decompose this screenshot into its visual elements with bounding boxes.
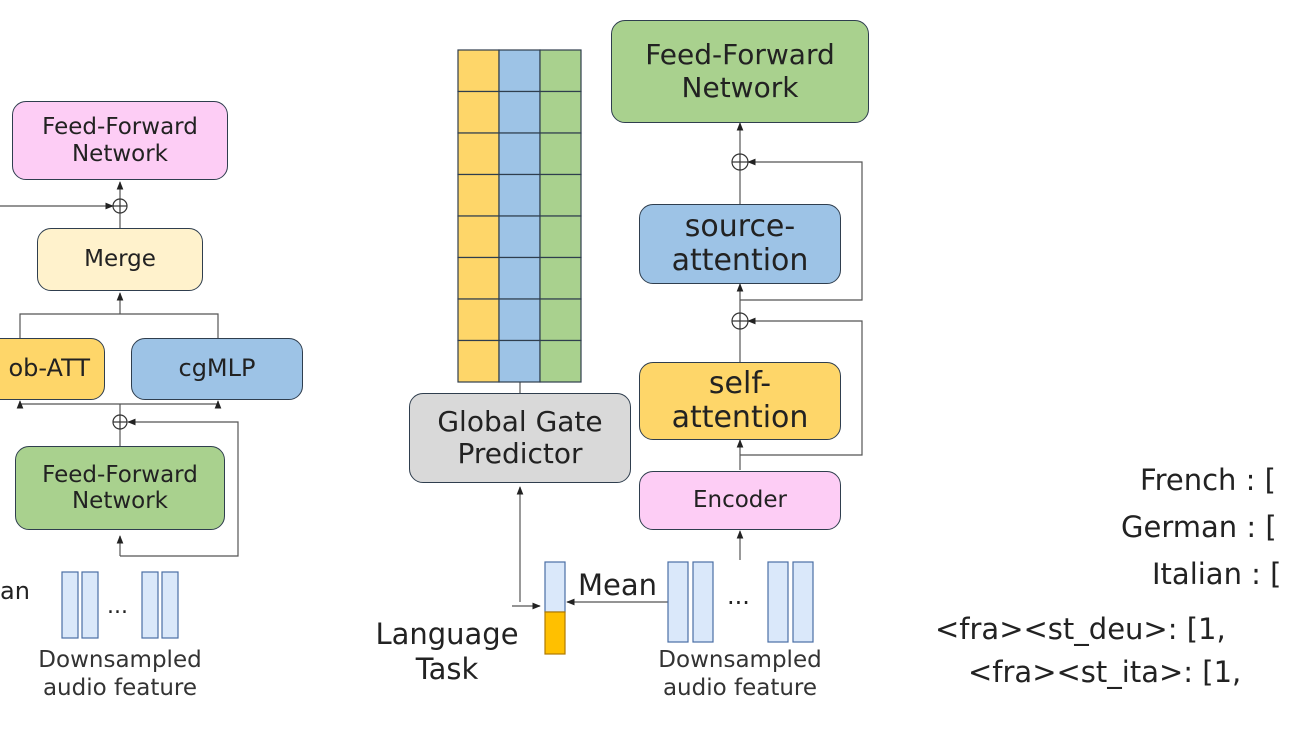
cgmlp-box: cgMLP: [131, 338, 303, 400]
language-task-vector: [544, 561, 566, 655]
source-attention-box: source- attention: [639, 204, 841, 284]
left-ffn-top: Feed-Forward Network: [12, 101, 228, 180]
gate-cell: [539, 256, 582, 300]
gate-cell: [539, 215, 582, 259]
gate-cell: [498, 49, 541, 93]
gate-cell: [498, 298, 541, 342]
gate-cell: [457, 215, 500, 259]
gate-cell: [498, 90, 541, 134]
gate-cell: [498, 173, 541, 217]
left-feature-bar: [61, 571, 79, 639]
language-vector: [544, 561, 566, 613]
dec-plus-top-icon: [731, 153, 749, 171]
fra-deu-code: <fra><st_deu>: [1,: [935, 612, 1226, 646]
mean-label: Mean: [578, 568, 658, 602]
left-mean-label: an: [0, 577, 30, 605]
left-residual-bottom: [120, 418, 239, 557]
left-ellipsis: ...: [107, 594, 128, 619]
gate-cell: [498, 132, 541, 176]
self-attention-box: self- attention: [639, 362, 841, 440]
left-audio-label: Downsampled audio feature: [38, 647, 202, 701]
global-gate-predictor: Global Gate Predictor: [409, 393, 631, 483]
encoder-box: Encoder: [639, 471, 841, 530]
gate-cell: [457, 132, 500, 176]
gate-cell: [539, 173, 582, 217]
french-code: French : [: [1140, 463, 1276, 497]
fra-ita-code: <fra><st_ita>: [1,: [968, 655, 1242, 689]
gate-cell: [457, 339, 500, 383]
task-vector: [544, 611, 566, 655]
italian-code: Italian : [: [1152, 557, 1282, 591]
left-feature-bar: [141, 571, 159, 639]
gate-cell: [457, 298, 500, 342]
dec-plus-bottom-icon: [731, 312, 749, 330]
sub-att-box: ob-ATT: [0, 338, 105, 400]
gate-cell: [539, 339, 582, 383]
left-plus-bottom-icon: [112, 414, 128, 430]
mid-audio-label: Downsampled audio feature: [658, 647, 822, 701]
gate-cell: [539, 90, 582, 134]
mid-ellipsis: ...: [727, 582, 750, 610]
mid-feature-bar: [692, 561, 714, 643]
gate-cell: [498, 339, 541, 383]
mid-feature-bar: [767, 561, 789, 643]
gate-cell: [539, 132, 582, 176]
german-code: German : [: [1121, 510, 1277, 544]
merge-box: Merge: [37, 228, 203, 291]
left-feature-bar: [81, 571, 99, 639]
mid-feature-bar: [667, 561, 689, 643]
decoder-ffn: Feed-Forward Network: [611, 20, 869, 123]
gate-cell: [539, 49, 582, 93]
mid-feature-bar: [792, 561, 814, 643]
gate-cell: [457, 49, 500, 93]
gate-cell: [457, 256, 500, 300]
left-feature-bar: [161, 571, 179, 639]
gate-matrix: [457, 49, 582, 383]
left-audio-features: [61, 571, 179, 639]
gate-cell: [498, 215, 541, 259]
mid-audio-features: [667, 561, 814, 643]
left-plus-top-icon: [112, 198, 128, 214]
gate-cell: [457, 90, 500, 134]
gate-cell: [498, 256, 541, 300]
gate-cell: [539, 298, 582, 342]
language-task-label: Language Task: [375, 617, 519, 686]
gate-cell: [457, 173, 500, 217]
left-ffn-bottom: Feed-Forward Network: [15, 446, 225, 530]
